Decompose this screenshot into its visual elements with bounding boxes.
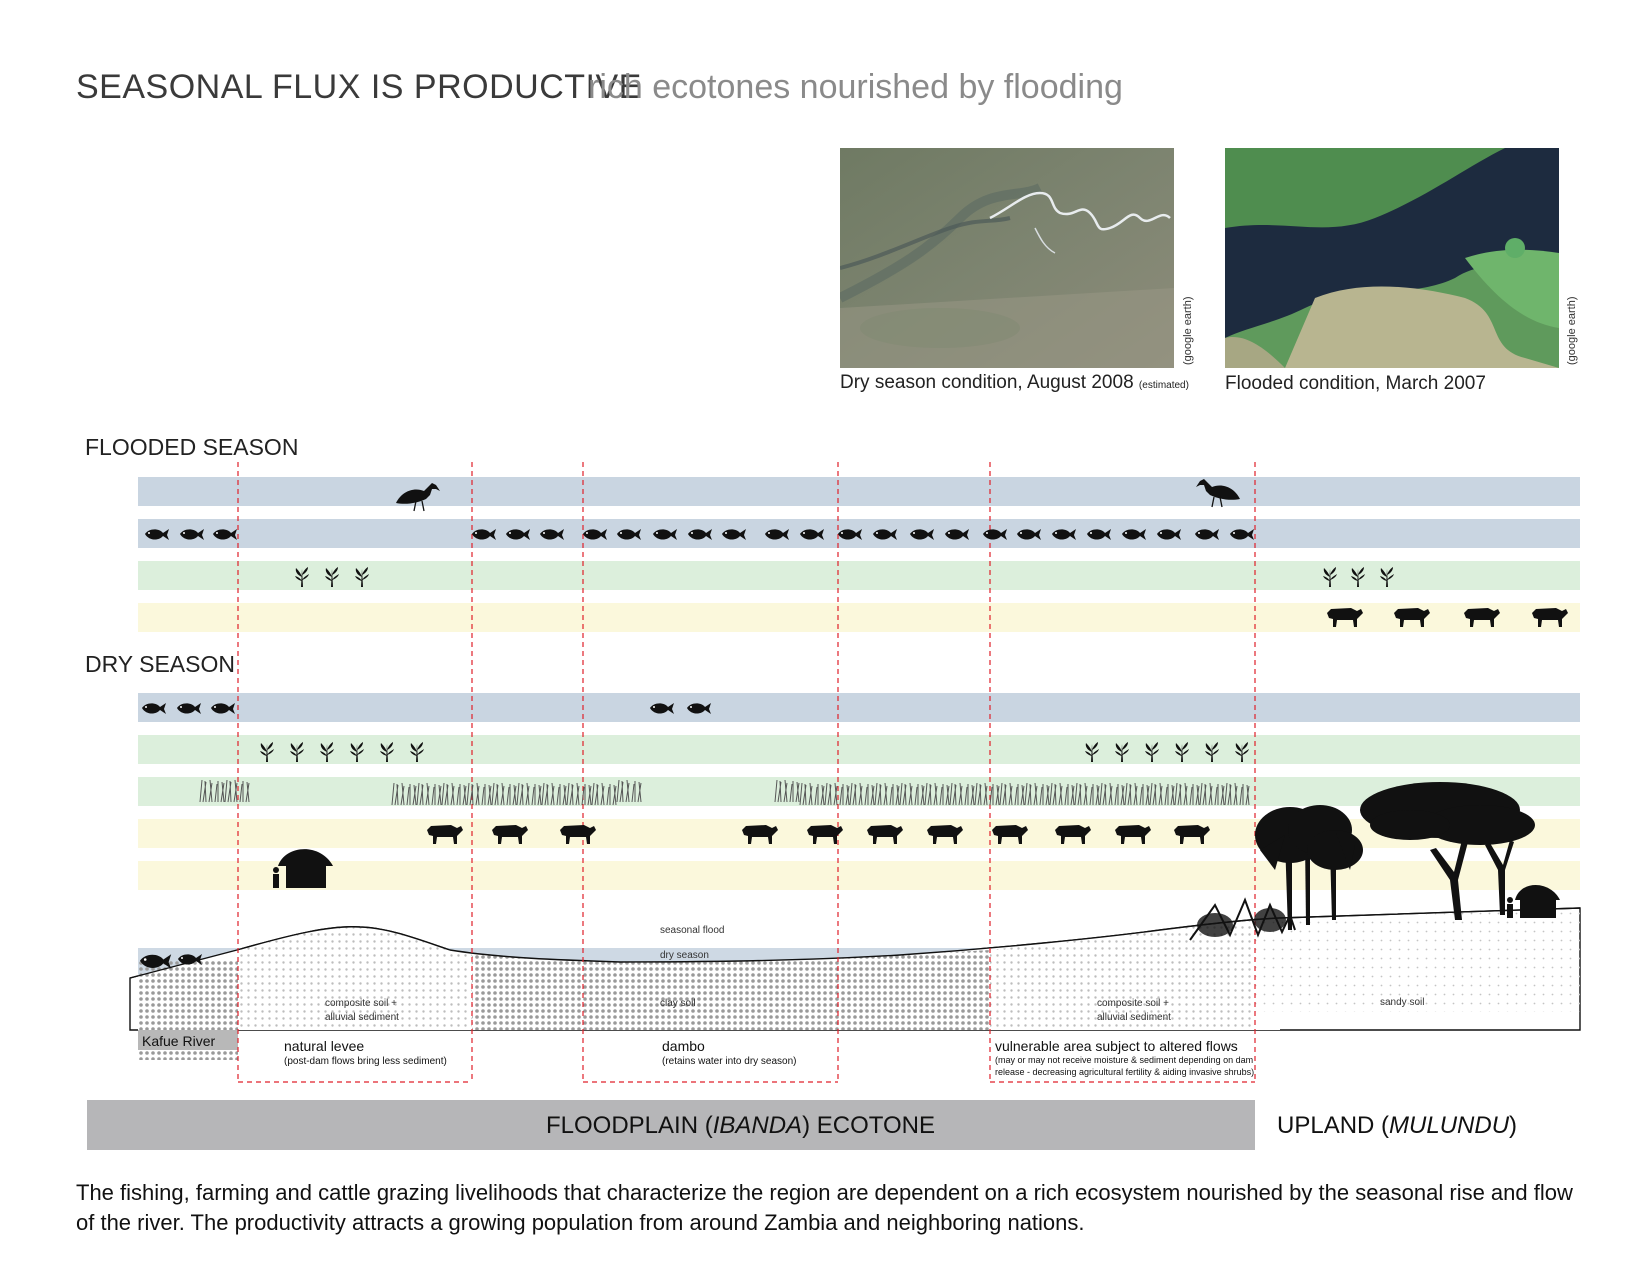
dry-season-level-label: dry season bbox=[660, 950, 709, 961]
natural-levee-note: (post-dam flows bring less sediment) bbox=[284, 1056, 447, 1067]
dry-caption-text: Dry season condition, August 2008 bbox=[840, 372, 1134, 393]
upland-italic: MULUNDU bbox=[1389, 1112, 1510, 1139]
description-text: The fishing, farming and cattle grazing … bbox=[76, 1180, 1573, 1235]
dry-crop-band bbox=[138, 735, 1580, 764]
dry-season-satellite-image bbox=[840, 148, 1174, 368]
seasonal-flood-label: seasonal flood bbox=[660, 925, 725, 936]
hut-icon bbox=[273, 849, 333, 888]
zone-boundaries bbox=[237, 462, 1256, 1083]
floodplain-prefix: FLOODPLAIN ( bbox=[546, 1112, 713, 1139]
acacia-tree-icon bbox=[1360, 782, 1535, 920]
alluvial-sediment-left-label: alluvial sediment bbox=[325, 1012, 399, 1023]
floodplain-suffix: ) ECOTONE bbox=[802, 1112, 935, 1139]
dry-fish-row bbox=[142, 703, 711, 714]
clay-soil-label: clay soil bbox=[660, 998, 696, 1009]
sandy-soil-label: sandy soil bbox=[1380, 997, 1425, 1008]
palm-tree-icon bbox=[1255, 805, 1363, 930]
kafue-river-label: Kafue River bbox=[142, 1033, 216, 1049]
upland-label: UPLAND (MULUNDU) bbox=[1277, 1112, 1517, 1140]
dry-fish-band bbox=[138, 693, 1580, 722]
composite-soil-left-label: composite soil + bbox=[325, 998, 397, 1009]
flooded-crop-row bbox=[295, 567, 1394, 587]
bird-icon bbox=[395, 482, 441, 512]
dry-season-satellite-graphic bbox=[840, 148, 1174, 368]
flooded-satellite-image bbox=[1225, 148, 1559, 368]
floodplain-italic: IBANDA bbox=[712, 1112, 803, 1139]
vulnerable-area-note-1: (may or may not receive moisture & sedim… bbox=[995, 1055, 1254, 1065]
dry-caption-note: (estimated) bbox=[1138, 380, 1189, 391]
page-subtitle: rich ecotones nourished by flooding bbox=[588, 68, 1123, 106]
flooded-cattle-row bbox=[1327, 608, 1568, 627]
dry-image-caption: Dry season condition, August 2008 (estim… bbox=[840, 372, 1189, 394]
floodplain-label: FLOODPLAIN (IBANDA) ECOTONE bbox=[546, 1112, 935, 1140]
upland-suffix: ) bbox=[1509, 1112, 1518, 1139]
composite-soil-right-label: composite soil + bbox=[1097, 998, 1169, 1009]
dry-reed-band bbox=[138, 777, 1580, 806]
flooded-season-label: FLOODED SEASON bbox=[85, 434, 299, 460]
upland-hut-icon bbox=[1507, 885, 1560, 918]
flooded-crop-band bbox=[138, 561, 1580, 590]
dry-season-label: DRY SEASON bbox=[85, 651, 235, 677]
dambo-note: (retains water into dry season) bbox=[662, 1056, 797, 1067]
natural-levee-label: natural levee bbox=[284, 1038, 365, 1054]
kafue-river-label-bg bbox=[138, 1030, 238, 1050]
flooded-satellite-graphic bbox=[1225, 148, 1559, 368]
upland-prefix: UPLAND ( bbox=[1277, 1112, 1390, 1139]
vulnerable-area-label: vulnerable area subject to altered flows bbox=[995, 1038, 1238, 1054]
page-title: SEASONAL FLUX IS PRODUCTIVE bbox=[76, 68, 642, 106]
shrub-icon bbox=[1189, 897, 1296, 941]
dry-cattle-row bbox=[427, 825, 1210, 844]
dambo-label: dambo bbox=[662, 1038, 705, 1054]
alluvial-sediment-right-label: alluvial sediment bbox=[1097, 1012, 1171, 1023]
dry-crop-row bbox=[260, 742, 1249, 762]
flooded-image-caption: Flooded condition, March 2007 bbox=[1225, 373, 1486, 394]
flooded-fish-row bbox=[145, 529, 1254, 540]
vulnerable-area-note-2: release - decreasing agricultural fertil… bbox=[995, 1067, 1255, 1077]
dry-reed-row bbox=[199, 779, 1250, 806]
bird-icon bbox=[1195, 478, 1241, 508]
flooded-bird-band bbox=[138, 477, 1580, 506]
floodplain-band bbox=[87, 1100, 1255, 1150]
